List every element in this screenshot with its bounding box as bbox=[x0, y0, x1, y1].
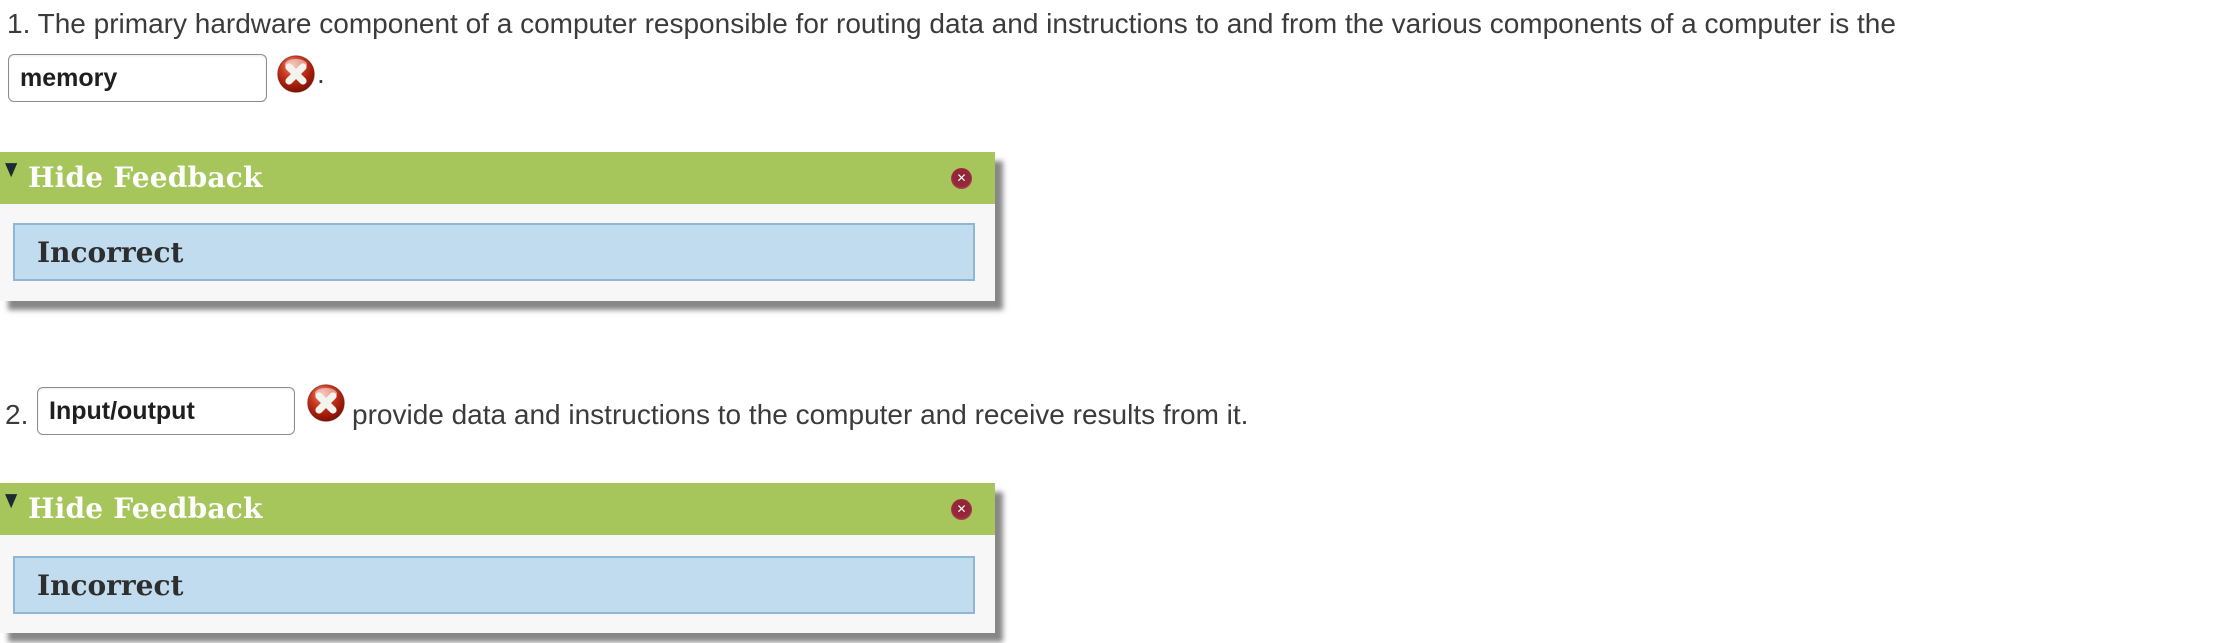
feedback-body-2: Incorrect bbox=[0, 535, 995, 633]
feedback-header-1[interactable]: ▼ Hide Feedback ✕ bbox=[0, 152, 995, 204]
close-feedback-icon[interactable]: ✕ bbox=[951, 168, 972, 189]
hide-feedback-toggle[interactable]: Hide Feedback bbox=[28, 492, 263, 525]
feedback-header-2[interactable]: ▼ Hide Feedback ✕ bbox=[0, 483, 995, 535]
feedback-message: Incorrect bbox=[13, 223, 975, 281]
feedback-panel-2: ▼ Hide Feedback ✕ Incorrect bbox=[0, 483, 995, 633]
feedback-body-1: Incorrect bbox=[0, 204, 995, 301]
hide-feedback-toggle[interactable]: Hide Feedback bbox=[28, 161, 263, 194]
feedback-message: Incorrect bbox=[13, 556, 975, 614]
question-2-text: provide data and instructions to the com… bbox=[352, 399, 1249, 430]
collapse-arrow-icon[interactable]: ▼ bbox=[5, 157, 18, 180]
question-1-suffix-text: . bbox=[317, 58, 325, 89]
close-feedback-icon[interactable]: ✕ bbox=[951, 499, 972, 520]
incorrect-answer-icon bbox=[307, 384, 345, 422]
question-1-answer-input[interactable] bbox=[8, 54, 267, 102]
question-2-number: 2. bbox=[5, 399, 29, 430]
incorrect-answer-icon bbox=[277, 55, 315, 93]
collapse-arrow-icon[interactable]: ▼ bbox=[5, 488, 18, 511]
feedback-panel-1: ▼ Hide Feedback ✕ Incorrect bbox=[0, 152, 995, 301]
question-1-text: 1. The primary hardware component of a c… bbox=[7, 8, 1896, 39]
question-2-answer-input[interactable] bbox=[37, 387, 295, 435]
